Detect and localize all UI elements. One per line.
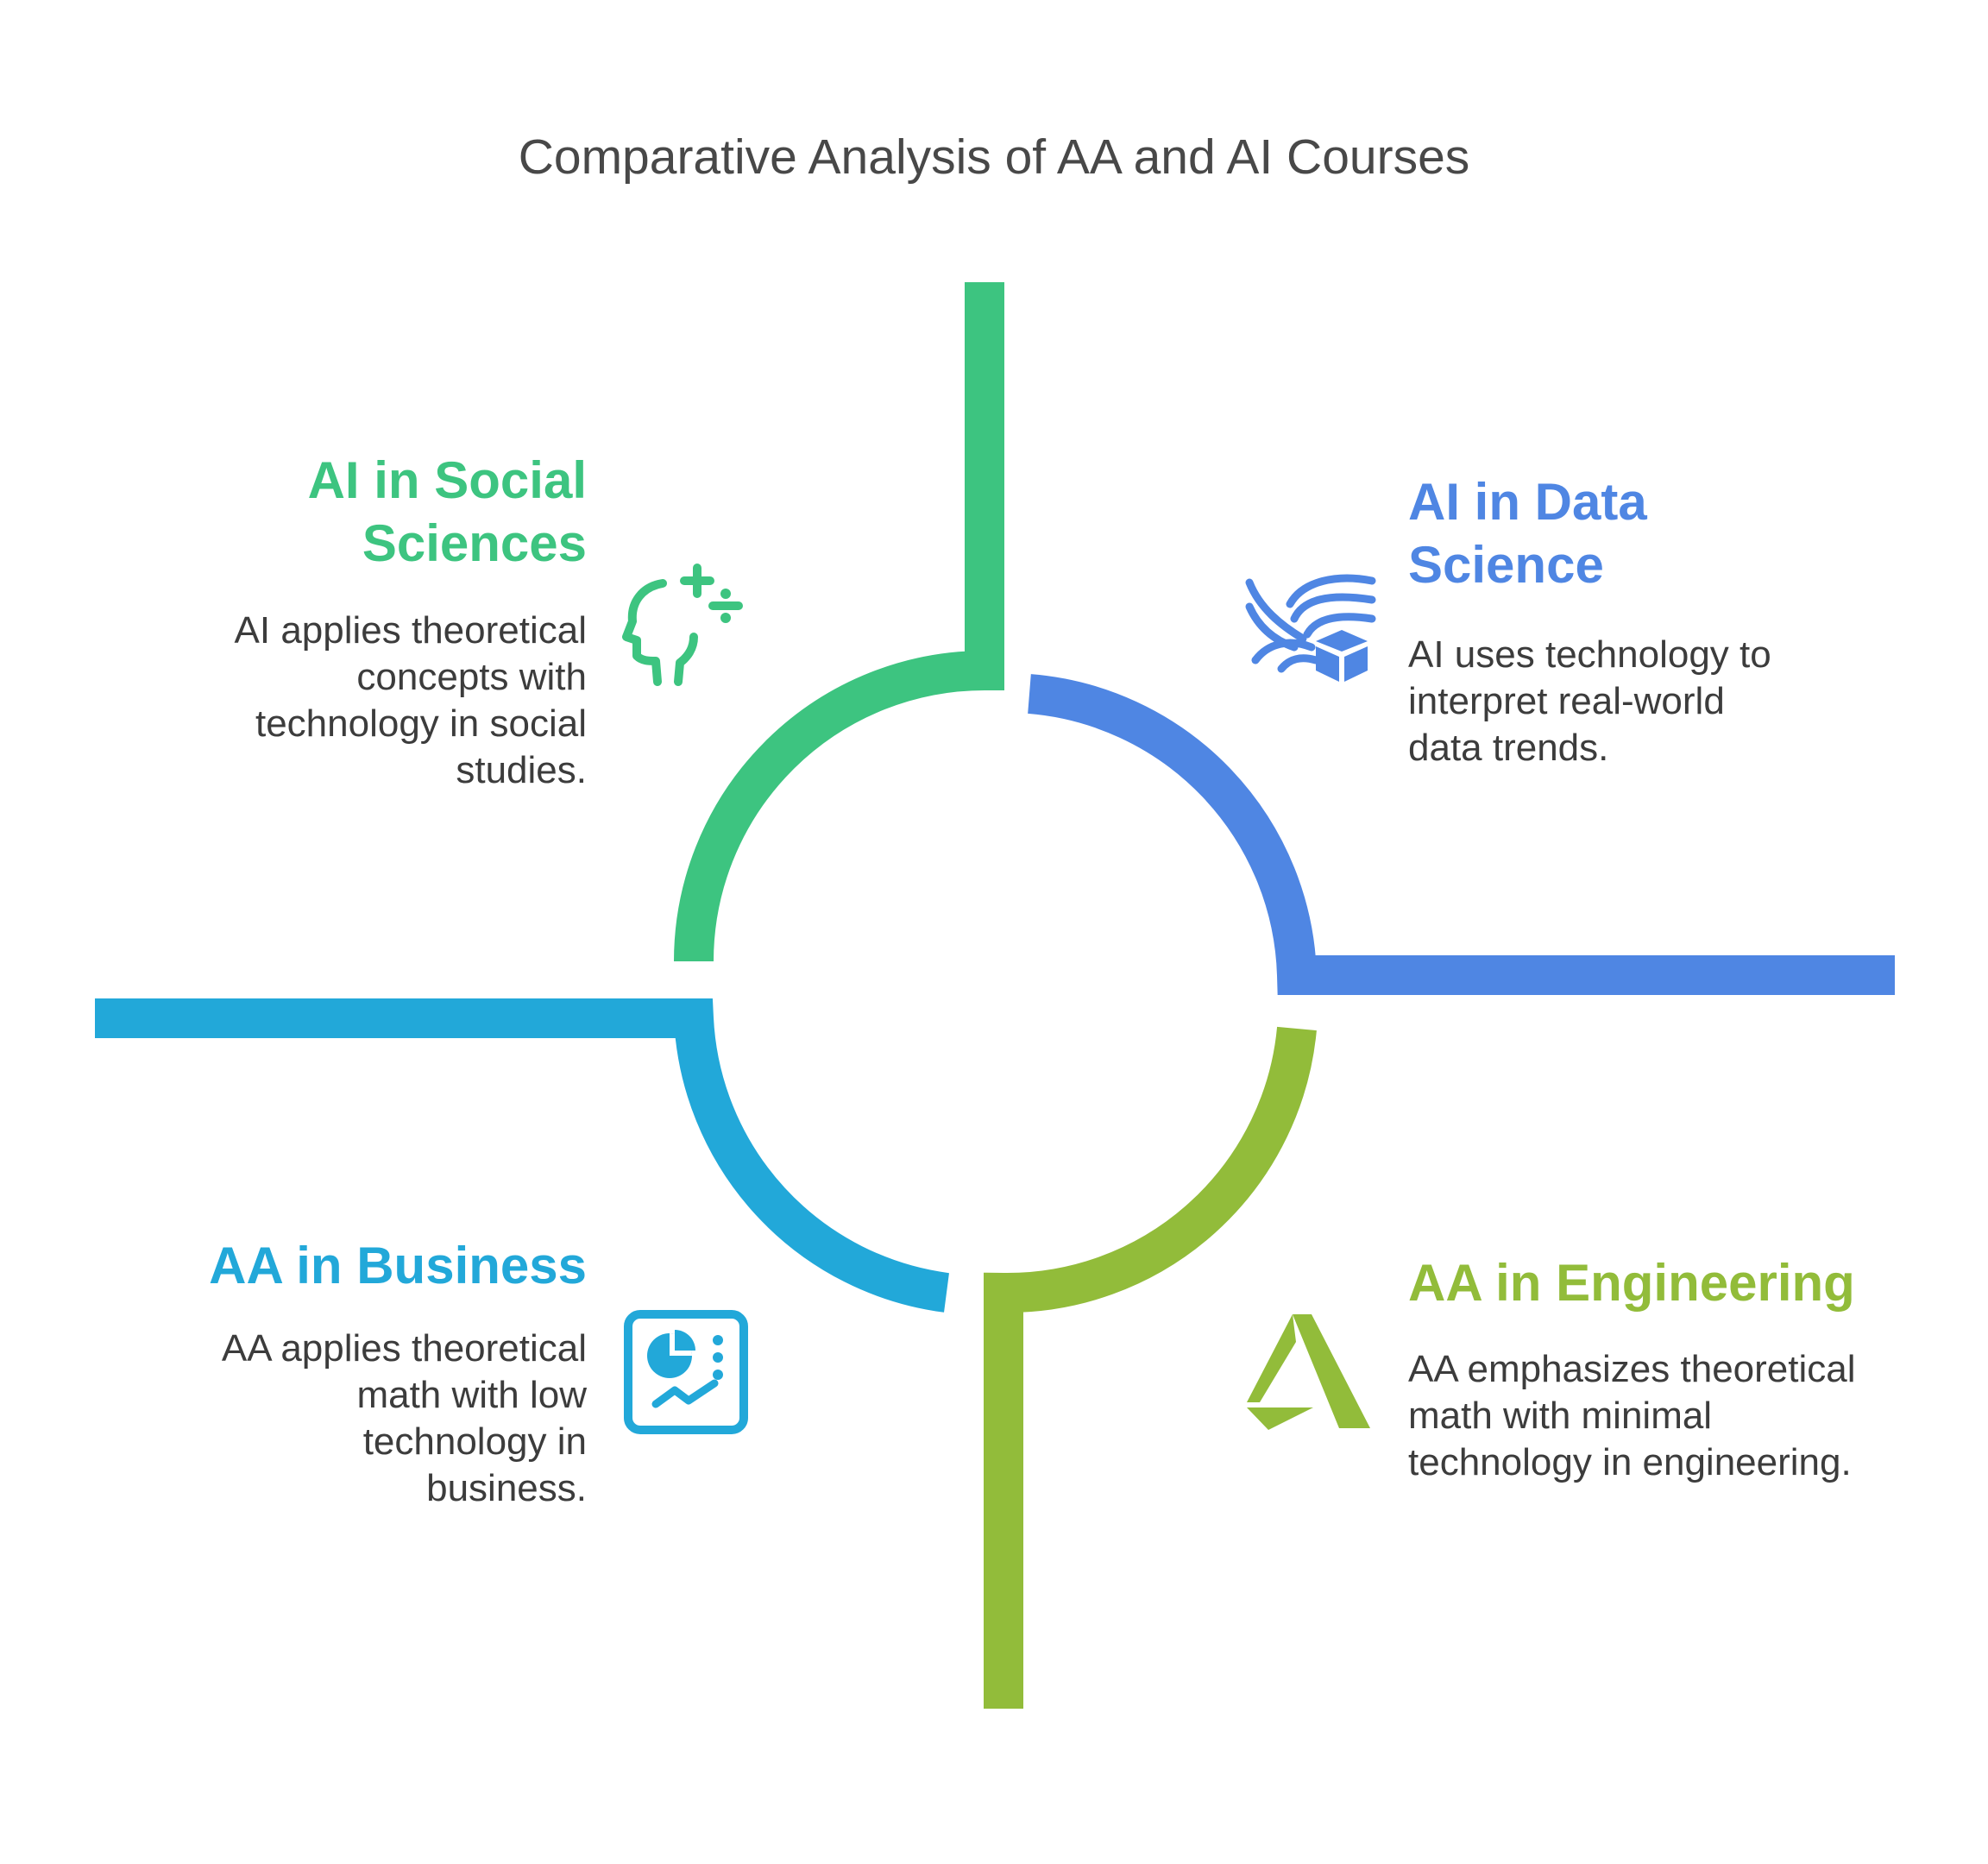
social-sciences-arc xyxy=(674,282,1004,962)
data-science-description: AI uses technology to interpret real-wor… xyxy=(1408,633,1771,769)
data-stream-cube-icon xyxy=(1242,565,1381,686)
engineering-description: AA emphasizes theoretical math with mini… xyxy=(1408,1348,1856,1483)
data-science-heading: AI in Data Science xyxy=(1408,473,1647,594)
business-arc xyxy=(95,998,950,1313)
engineering-heading: AA in Engineering xyxy=(1408,1254,1855,1312)
social-sciences-description: AI applies theoretical concepts with tec… xyxy=(234,609,587,791)
engineering-a-icon xyxy=(1242,1307,1372,1437)
social-sciences-heading: AI in Social Sciences xyxy=(307,451,587,572)
analytics-dashboard-icon xyxy=(621,1307,751,1437)
business-description: AA applies theoretical math with low tec… xyxy=(221,1327,587,1509)
head-math-icon xyxy=(618,561,747,690)
page-title: Comparative Analysis of AA and AI Course… xyxy=(518,129,1470,185)
data-science-arc xyxy=(1028,674,1895,995)
business-heading: AA in Business xyxy=(209,1237,587,1294)
engineering-arc xyxy=(984,1026,1317,1709)
